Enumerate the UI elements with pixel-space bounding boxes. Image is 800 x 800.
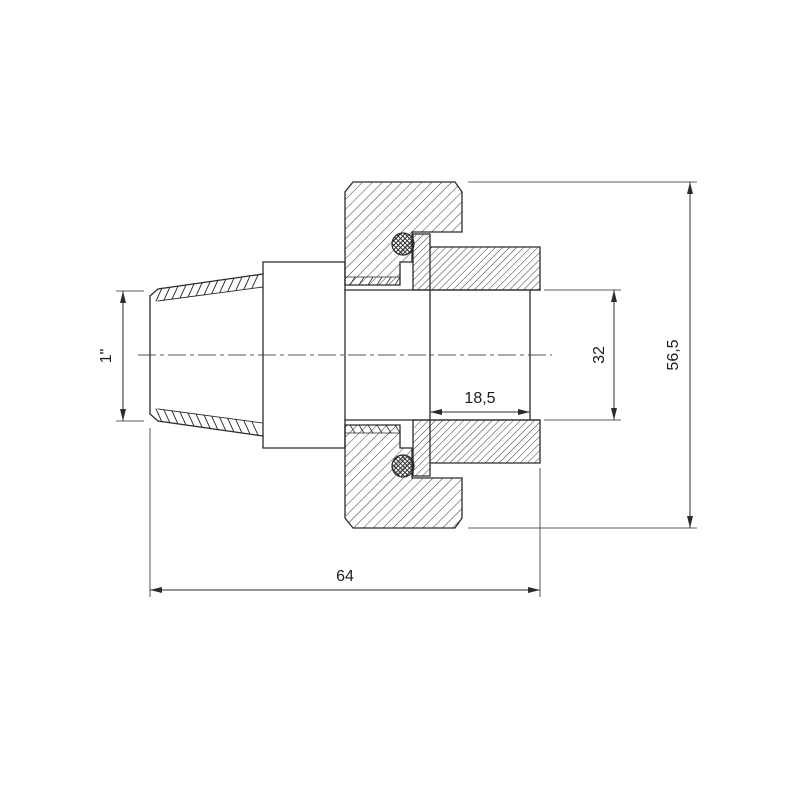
dimension-body-diameter (468, 181, 697, 529)
thread-crest-ticks-bottom (155, 408, 259, 436)
dim-label-overall-length: 64 (336, 568, 354, 585)
thread-outline (149, 273, 264, 437)
nut-thread-ticks (349, 276, 401, 434)
dim-label-socket-depth: 18,5 (464, 390, 495, 407)
socket-bottom-section (412, 419, 541, 477)
bore-lines (344, 289, 541, 421)
extension-lines (116, 290, 144, 422)
extension-lines (149, 428, 541, 597)
dimension-overall-length (149, 428, 541, 597)
extension-lines (468, 181, 697, 529)
socket-section (412, 233, 541, 477)
thread-crest-ticks-top (155, 274, 259, 302)
dimension-bore-diameter (544, 289, 621, 421)
dim-label-body-diameter: 56,5 (665, 339, 682, 370)
socket-top-section (412, 233, 541, 291)
dim-label-thread-size: 1" (98, 349, 115, 364)
thread-root-lines (157, 286, 264, 424)
dimension-thread-size (116, 290, 144, 422)
o-ring-bottom (391, 454, 415, 478)
hex-body-outline (262, 261, 346, 449)
o-ring-top (391, 232, 415, 256)
male-adapter-outline (149, 261, 541, 449)
extension-lines (544, 289, 621, 421)
dim-label-bore-diameter: 32 (591, 346, 608, 364)
